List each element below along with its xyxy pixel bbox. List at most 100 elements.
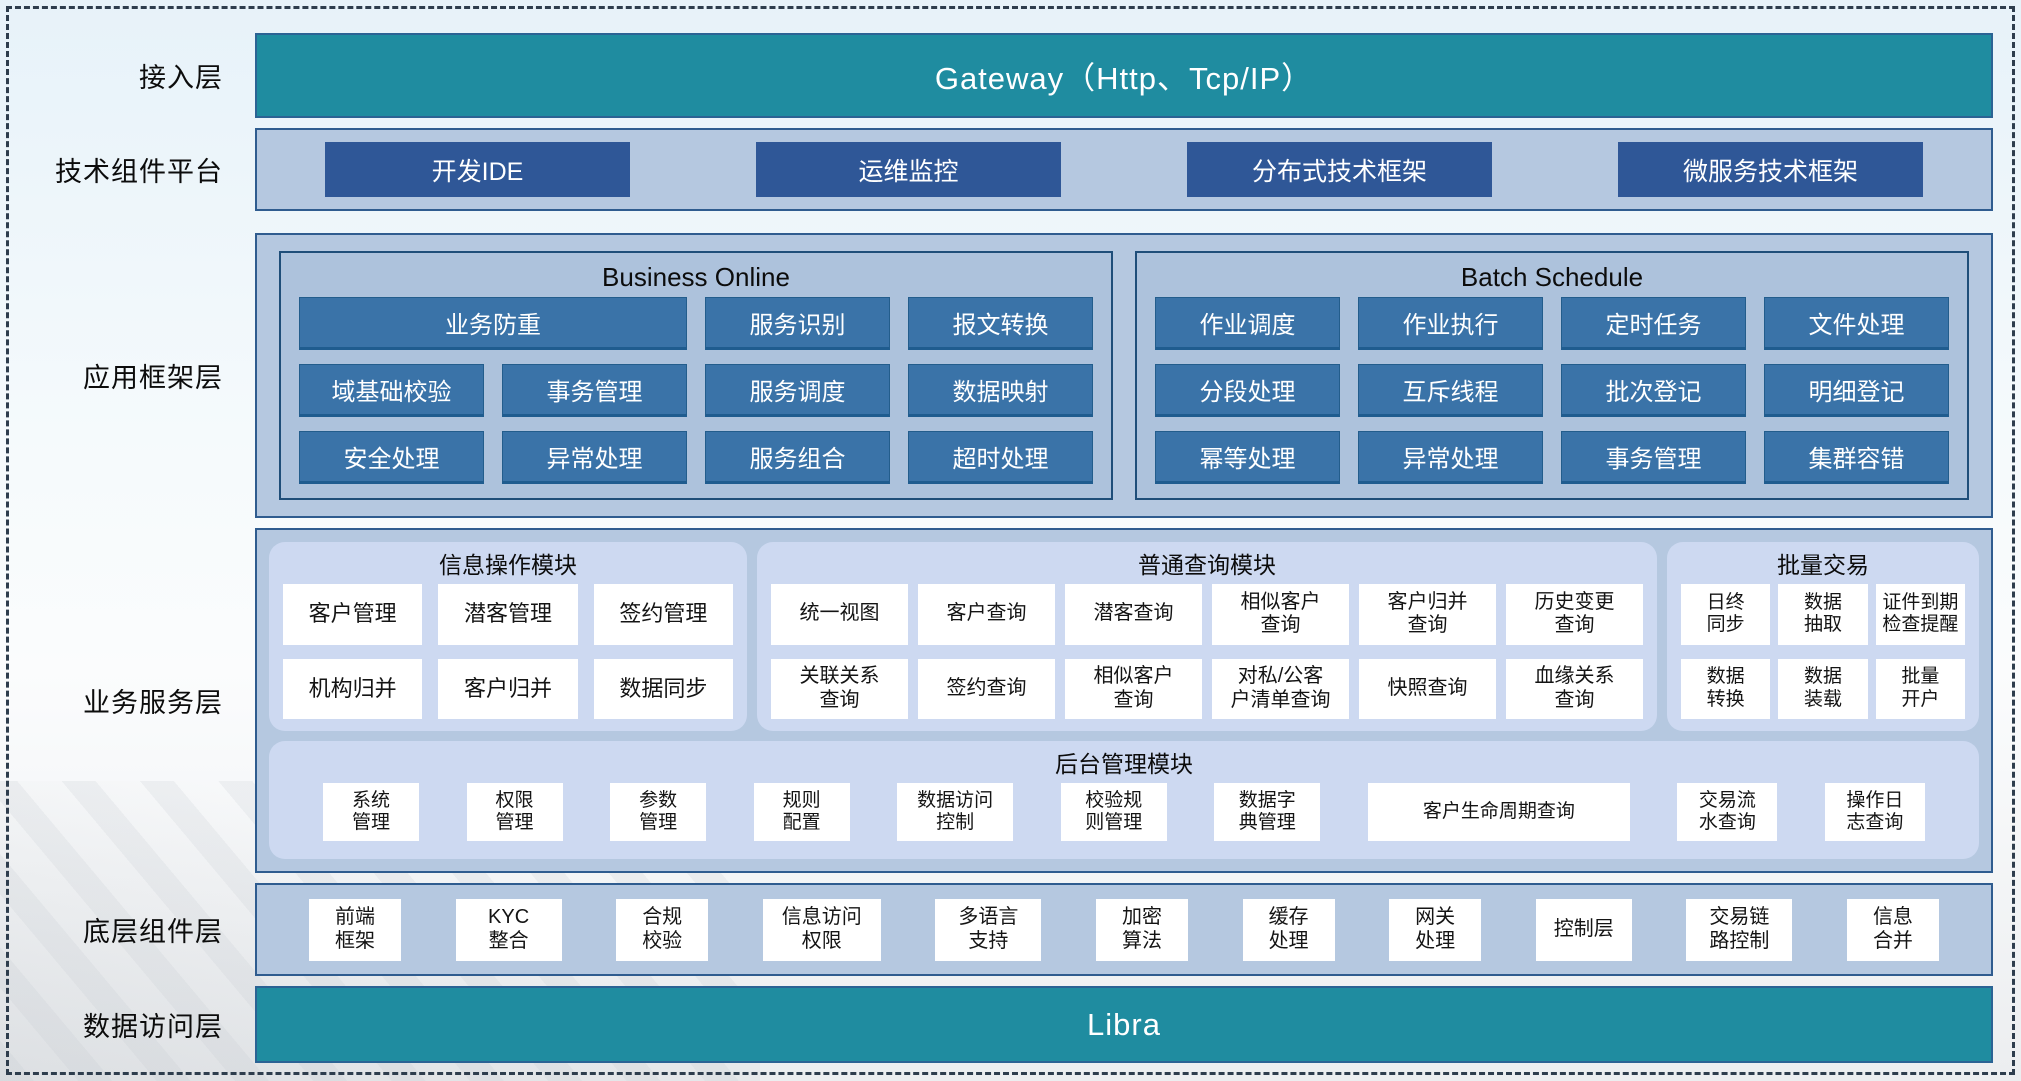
chip: 服务识别: [705, 297, 890, 350]
batch-trade-title: 批量交易: [1777, 552, 1869, 578]
tech-item-distributed-framework: 分布式技术框架: [1187, 142, 1492, 197]
tech-item-microservice-framework: 微服务技术框架: [1618, 142, 1923, 197]
info-operation-title: 信息操作模块: [439, 552, 577, 578]
chip: 数据映射: [908, 364, 1093, 417]
chip: 潜客管理: [438, 584, 578, 645]
chip: 业务防重: [299, 297, 687, 350]
chip: 报文转换: [908, 297, 1093, 350]
chip: 相似客户 查询: [1065, 658, 1202, 719]
chip: 系统 管理: [323, 783, 419, 841]
chip: 血缘关系 查询: [1506, 658, 1643, 719]
layer-tech-platform: 技术组件平台 开发IDE 运维监控 分布式技术框架 微服务技术框架: [0, 128, 2021, 211]
backend-admin-module: 后台管理模块 系统 管理 权限 管理 参数 管理 规则 配置 数据访问 控制 校…: [269, 741, 1979, 859]
chip: 安全处理: [299, 431, 484, 484]
chip: 签约管理: [593, 584, 733, 645]
chip: 潜客查询: [1065, 584, 1202, 645]
chip: 参数 管理: [610, 783, 707, 841]
batch-trade-module: 批量交易 日终 同步 数据 抽取 证件到期 检查提醒 数据 转换 数据 装载 批…: [1667, 542, 1979, 731]
chip: 多语言 支持: [935, 898, 1042, 961]
layer-label-app-framework: 应用框架层: [83, 363, 223, 393]
chip: 文件处理: [1764, 297, 1949, 350]
chip: 批次登记: [1561, 364, 1746, 417]
chip: 权限 管理: [466, 783, 563, 841]
business-online-group: Business Online 业务防重 服务识别 报文转换 域基础校验 事务管…: [279, 251, 1113, 500]
chip: 数据 装载: [1778, 658, 1868, 719]
app-framework-container: Business Online 业务防重 服务识别 报文转换 域基础校验 事务管…: [255, 233, 1993, 518]
chip: 机构归并: [283, 658, 423, 719]
business-online-grid: 业务防重 服务识别 报文转换 域基础校验 事务管理 服务调度 数据映射 安全处理…: [299, 297, 1093, 484]
chip: 控制层: [1535, 898, 1632, 961]
chip: 批量 开户: [1875, 658, 1965, 719]
chip: 数据 转换: [1681, 658, 1771, 719]
chip: 签约查询: [918, 658, 1055, 719]
common-query-title: 普通查询模块: [1138, 552, 1276, 578]
chip: 日终 同步: [1681, 584, 1771, 645]
chip: 缓存 处理: [1242, 898, 1335, 961]
layer-label-business-service: 业务服务层: [83, 688, 223, 718]
libra-bar: Libra: [255, 986, 1993, 1063]
layer-business-service: 业务服务层 信息操作模块 客户管理 潜客管理 签约管理 机构归并 客户归并 数据…: [0, 528, 2021, 873]
layer-label-access: 接入层: [139, 63, 223, 93]
chip: 事务管理: [502, 364, 687, 417]
chip: 规则 配置: [753, 783, 850, 841]
chip: 数据访问 控制: [897, 783, 1014, 841]
backend-admin-title: 后台管理模块: [1055, 751, 1193, 777]
business-service-container: 信息操作模块 客户管理 潜客管理 签约管理 机构归并 客户归并 数据同步 普通查…: [255, 528, 1993, 873]
chip: 交易流 水查询: [1677, 783, 1778, 841]
chip: 服务组合: [705, 431, 890, 484]
info-operation-module: 信息操作模块 客户管理 潜客管理 签约管理 机构归并 客户归并 数据同步: [269, 542, 747, 731]
chip: 客户查询: [918, 584, 1055, 645]
layer-data-access: 数据访问层 Libra: [0, 986, 2021, 1063]
batch-schedule-grid: 作业调度 作业执行 定时任务 文件处理 分段处理 互斥线程 批次登记 明细登记 …: [1155, 297, 1949, 484]
layer-base-components: 底层组件层 前端 框架 KYC 整合 合规 校验 信息访问 权限 多语言 支持 …: [0, 883, 2021, 976]
chip: 幂等处理: [1155, 431, 1340, 484]
chip: 统一视图: [771, 584, 908, 645]
layer-label-data-access: 数据访问层: [83, 1012, 223, 1042]
chip: 关联关系 查询: [771, 658, 908, 719]
chip: 客户归并: [438, 658, 578, 719]
chip: 服务调度: [705, 364, 890, 417]
chip: 分段处理: [1155, 364, 1340, 417]
chip: 数据同步: [593, 658, 733, 719]
chip: 客户管理: [283, 584, 423, 645]
chip: 集群容错: [1764, 431, 1949, 484]
chip: 超时处理: [908, 431, 1093, 484]
chip: 交易链 路控制: [1686, 898, 1793, 961]
chip: 网关 处理: [1389, 898, 1482, 961]
chip: 校验规 则管理: [1060, 783, 1167, 841]
chip: 事务管理: [1561, 431, 1746, 484]
layer-label-tech-platform: 技术组件平台: [55, 157, 223, 187]
chip: 证件到期 检查提醒: [1875, 584, 1965, 645]
chip: 数据字 典管理: [1214, 783, 1321, 841]
tech-item-dev-ide: 开发IDE: [325, 142, 630, 197]
chip: 信息 合并: [1846, 898, 1939, 961]
chip: 快照查询: [1359, 658, 1496, 719]
chip: 异常处理: [1358, 431, 1543, 484]
gateway-bar: Gateway（Http、Tcp/IP）: [255, 33, 1993, 118]
tech-platform-container: 开发IDE 运维监控 分布式技术框架 微服务技术框架: [255, 128, 1993, 211]
batch-schedule-group: Batch Schedule 作业调度 作业执行 定时任务 文件处理 分段处理 …: [1135, 251, 1969, 500]
chip: 域基础校验: [299, 364, 484, 417]
layer-app-framework: 应用框架层 Business Online 业务防重 服务识别 报文转换 域基础…: [0, 233, 2021, 518]
chip: 作业执行: [1358, 297, 1543, 350]
chip: 合规 校验: [616, 898, 709, 961]
chip: 信息访问 权限: [762, 898, 881, 961]
common-query-module: 普通查询模块 统一视图 客户查询 潜客查询 相似客户 查询 客户归并 查询 历史…: [757, 542, 1657, 731]
chip: 操作日 志查询: [1824, 783, 1925, 841]
chip: 加密 算法: [1095, 898, 1188, 961]
base-components-container: 前端 框架 KYC 整合 合规 校验 信息访问 权限 多语言 支持 加密 算法 …: [255, 883, 1993, 976]
layer-label-base-components: 底层组件层: [83, 917, 223, 947]
chip: 前端 框架: [309, 898, 401, 961]
chip: 历史变更 查询: [1506, 584, 1643, 645]
chip: 互斥线程: [1358, 364, 1543, 417]
tech-item-ops-monitor: 运维监控: [756, 142, 1061, 197]
chip: 作业调度: [1155, 297, 1340, 350]
batch-schedule-title: Batch Schedule: [1460, 262, 1644, 292]
chip: 异常处理: [502, 431, 687, 484]
business-online-title: Business Online: [602, 262, 790, 292]
chip: 客户归并 查询: [1359, 584, 1496, 645]
layer-access: 接入层 Gateway（Http、Tcp/IP）: [0, 33, 2021, 118]
chip: 数据 抽取: [1778, 584, 1868, 645]
chip: 相似客户 查询: [1212, 584, 1349, 645]
